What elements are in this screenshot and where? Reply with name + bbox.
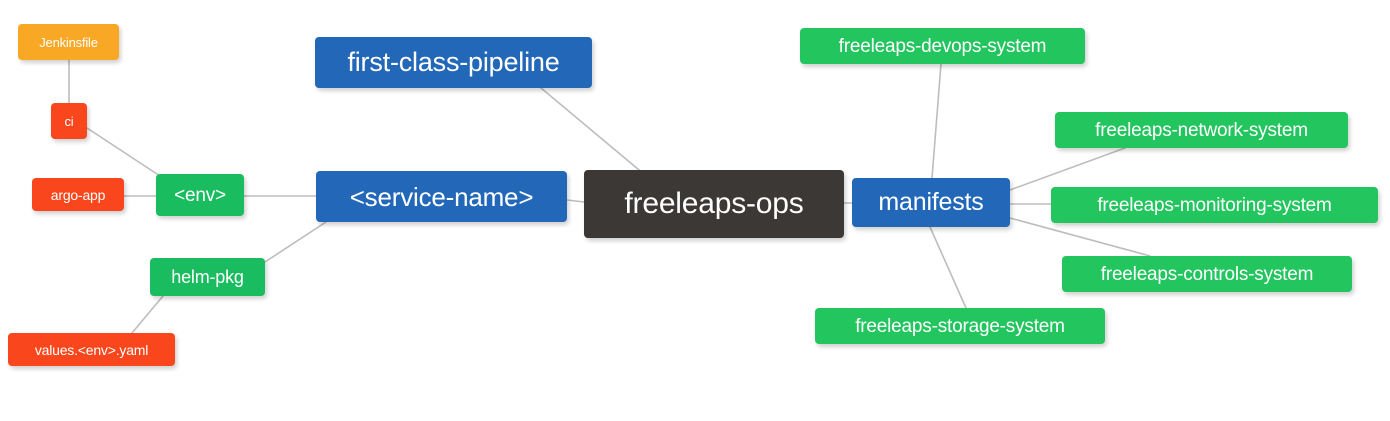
node-service-name[interactable]: <service-name> bbox=[316, 171, 567, 222]
node-label-manifests: manifests bbox=[878, 188, 984, 216]
node-label-freeleaps-ops: freeleaps-ops bbox=[624, 187, 804, 220]
node-label-env: <env> bbox=[174, 184, 226, 206]
node-ci[interactable]: ci bbox=[51, 103, 87, 139]
node-label-first-class-pipeline: first-class-pipeline bbox=[347, 47, 560, 77]
node-first-class-pipeline[interactable]: first-class-pipeline bbox=[315, 37, 592, 88]
edge-e-helmpkg-values bbox=[131, 295, 164, 334]
node-label-helm-pkg: helm-pkg bbox=[171, 267, 244, 287]
node-label-ci: ci bbox=[64, 113, 74, 129]
node-freeleaps-storage-system[interactable]: freeleaps-storage-system bbox=[815, 308, 1105, 344]
node-freeleaps-monitoring-system[interactable]: freeleaps-monitoring-system bbox=[1051, 187, 1378, 223]
node-label-freeleaps-storage-system: freeleaps-storage-system bbox=[855, 315, 1065, 337]
node-label-freeleaps-network-system: freeleaps-network-system bbox=[1095, 119, 1308, 141]
node-label-argo-app: argo-app bbox=[50, 186, 106, 203]
edge-e-manifests-network bbox=[1009, 147, 1126, 191]
edge-e-servicename-helmpkg bbox=[264, 221, 327, 263]
node-freeleaps-controls-system[interactable]: freeleaps-controls-system bbox=[1062, 256, 1352, 292]
node-label-freeleaps-devops-system: freeleaps-devops-system bbox=[838, 35, 1047, 57]
node-freeleaps-devops-system[interactable]: freeleaps-devops-system bbox=[800, 28, 1085, 64]
node-manifests[interactable]: manifests bbox=[852, 178, 1010, 227]
node-env[interactable]: <env> bbox=[156, 174, 244, 216]
node-argo-app[interactable]: argo-app bbox=[32, 178, 124, 211]
edge-e-manifests-controls bbox=[1009, 217, 1151, 257]
edge-e-servicename-ops bbox=[566, 199, 585, 203]
node-freeleaps-network-system[interactable]: freeleaps-network-system bbox=[1055, 112, 1348, 148]
node-jenkinsfile[interactable]: Jenkinsfile bbox=[18, 24, 119, 60]
node-label-freeleaps-monitoring-system: freeleaps-monitoring-system bbox=[1097, 194, 1332, 216]
edge-e-ci-env bbox=[86, 127, 161, 177]
node-values-yaml[interactable]: values.<env>.yaml bbox=[8, 333, 175, 366]
node-label-freeleaps-controls-system: freeleaps-controls-system bbox=[1100, 263, 1314, 285]
node-freeleaps-ops[interactable]: freeleaps-ops bbox=[584, 170, 844, 238]
node-label-service-name: <service-name> bbox=[349, 181, 534, 212]
edge-e-manifests-storage bbox=[929, 226, 967, 309]
node-label-jenkinsfile: Jenkinsfile bbox=[39, 34, 98, 50]
node-helm-pkg[interactable]: helm-pkg bbox=[150, 258, 265, 296]
edge-e-manifests-devops bbox=[931, 63, 942, 179]
node-label-values-yaml: values.<env>.yaml bbox=[34, 341, 149, 358]
